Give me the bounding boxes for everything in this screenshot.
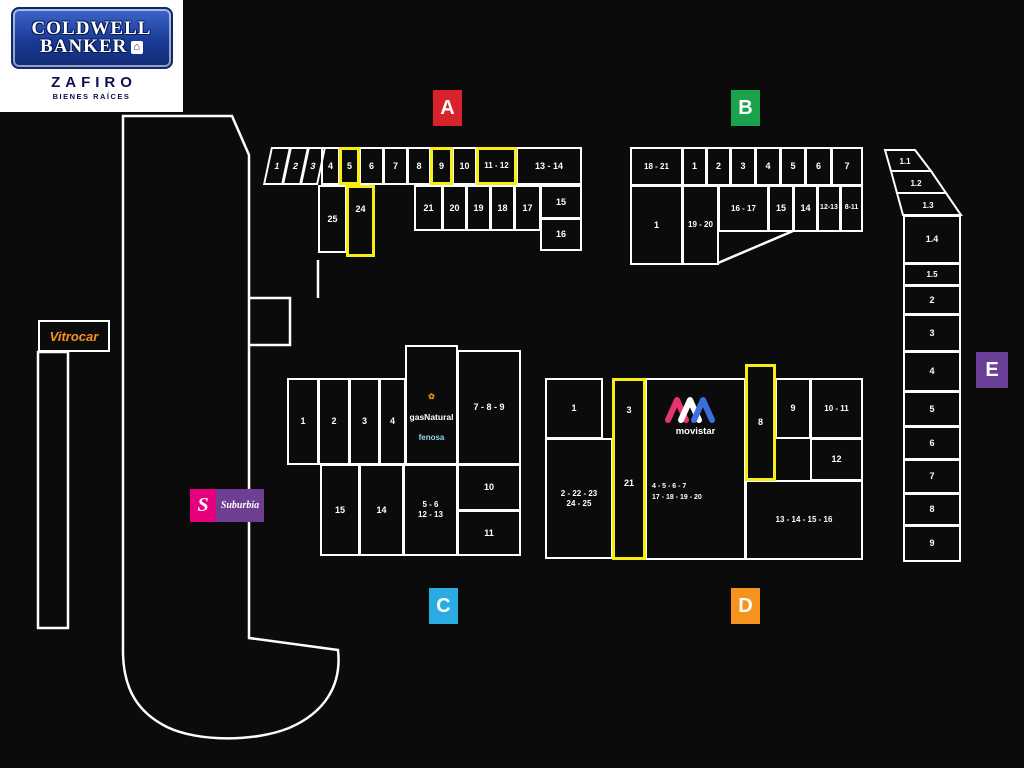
unit-e-1-2 xyxy=(889,170,948,194)
unit-e-8: 8 xyxy=(903,493,961,526)
unit-a-9-highlighted: 9 xyxy=(430,147,453,185)
section-marker-c: C xyxy=(429,588,458,624)
unit-c-7-8-9: 7 - 8 - 9 xyxy=(457,350,521,465)
unit-b-4: 4 xyxy=(755,147,781,186)
unit-e-1-4: 1.4 xyxy=(903,215,961,264)
suburbia-s-icon: S xyxy=(190,489,216,522)
logo-line2: BANKER⌂ xyxy=(40,36,143,57)
unit-b-18-21: 18 - 21 xyxy=(630,147,683,186)
unit-a-4: 4 xyxy=(321,147,340,185)
corridor-notch-outline xyxy=(249,296,292,347)
section-marker-b: B xyxy=(731,90,760,126)
unit-c-11: 11 xyxy=(457,510,521,556)
unit-a-19: 19 xyxy=(466,185,491,231)
unit-c-4: 4 xyxy=(379,378,406,465)
unit-d-8-highlighted: 8 xyxy=(745,364,776,481)
unit-c-2: 2 xyxy=(318,378,350,465)
unit-a-8: 8 xyxy=(407,147,431,185)
vitrocar-logo: Vitrocar xyxy=(38,320,110,352)
unit-b-16-17: 16 - 17 xyxy=(718,185,769,232)
unit-b-1: 1 xyxy=(682,147,707,186)
unit-b-3: 3 xyxy=(730,147,756,186)
unit-b-8-11: 8-11 xyxy=(840,185,863,232)
unit-b-14: 14 xyxy=(793,185,818,232)
unit-c-10: 10 xyxy=(457,464,521,511)
agency-subtitle: BIENES RAÍCES xyxy=(52,92,131,101)
unit-b-7: 7 xyxy=(831,147,863,186)
vitrocar-logo-text: Vitrocar xyxy=(49,328,99,344)
section-marker-e: E xyxy=(976,352,1008,388)
unit-e-2: 2 xyxy=(903,285,961,315)
unit-d-12: 12 xyxy=(810,438,863,481)
movistar-m-icon xyxy=(664,397,715,423)
gasnatural-butterfly-icon: ✿ xyxy=(428,391,435,401)
unit-d-3-label: 3 xyxy=(626,405,632,415)
unit-c-3: 3 xyxy=(349,378,380,465)
unit-d-9: 9 xyxy=(775,378,811,439)
unit-a-17: 17 xyxy=(514,185,541,231)
unit-a-11-12-highlighted: 11 - 12 xyxy=(476,147,517,185)
unit-e-3: 3 xyxy=(903,314,961,352)
unit-d-1: 1 xyxy=(545,378,603,439)
unit-d-2-22-23-24-25: 2 - 22 - 23 24 - 25 xyxy=(545,438,613,559)
unit-e-1-3 xyxy=(895,192,963,216)
unit-e-5: 5 xyxy=(903,391,961,427)
unit-a-10: 10 xyxy=(452,147,477,185)
unit-d-movistar: movistar 4 - 5 - 6 - 7 17 - 18 - 19 - 20 xyxy=(645,378,746,560)
suburbia-logo-text: Suburbia xyxy=(216,489,264,522)
unit-a-7: 7 xyxy=(383,147,408,185)
unit-d-10-11: 10 - 11 xyxy=(810,378,863,439)
unit-e-9: 9 xyxy=(903,525,961,562)
unit-d-13-14-15-16: 13 - 14 - 15 - 16 xyxy=(745,480,863,560)
unit-a-6: 6 xyxy=(359,147,384,185)
section-marker-a: A xyxy=(433,90,462,126)
house-icon: ⌂ xyxy=(131,41,143,55)
unit-c-gasnatural: ✿ gasNatural fenosa xyxy=(405,345,458,465)
unit-a-25: 25 xyxy=(318,185,347,253)
unit-b-19-20: 19 - 20 xyxy=(682,185,719,265)
unit-a-5-highlighted: 5 xyxy=(339,147,360,185)
coldwell-banker-badge: COLDWELL BANKER⌂ xyxy=(10,7,173,69)
unit-e-4: 4 xyxy=(903,351,961,392)
unit-a-21: 21 xyxy=(414,185,443,231)
coldwell-banker-logo: COLDWELL BANKER⌂ ZAFIRO BIENES RAÍCES xyxy=(0,0,183,112)
unit-e-7: 7 xyxy=(903,459,961,494)
movistar-logo-text: movistar xyxy=(675,426,716,437)
unit-e-6: 6 xyxy=(903,426,961,460)
unit-e-1-5: 1.5 xyxy=(903,263,961,286)
unit-d-21-label: 21 xyxy=(623,477,634,488)
unit-b-6: 6 xyxy=(805,147,832,186)
unit-b-12-13: 12-13 xyxy=(817,185,841,232)
agency-name: ZAFIRO xyxy=(51,74,137,91)
gasnatural-logo-text: gasNatural xyxy=(409,411,454,422)
unit-e-1-3-label: 1.3 xyxy=(922,201,934,210)
unit-c-14: 14 xyxy=(359,464,404,556)
unit-b-1-lower: 1 xyxy=(630,185,683,265)
unit-b-15: 15 xyxy=(768,185,794,232)
unit-d-4-5-6-7-17-18-19-20-label: 4 - 5 - 6 - 7 17 - 18 - 19 - 20 xyxy=(652,483,702,501)
unit-b-2: 2 xyxy=(706,147,731,186)
gasnatural-logo-subtext: fenosa xyxy=(418,432,445,442)
unit-c-1: 1 xyxy=(287,378,319,465)
unit-e-1-1 xyxy=(883,149,934,172)
unit-a-16: 16 xyxy=(540,218,582,251)
unit-a-15: 15 xyxy=(540,185,582,219)
unit-a-13-14: 13 - 14 xyxy=(516,147,582,185)
left-strip-outline xyxy=(36,350,70,630)
unit-b-5: 5 xyxy=(780,147,806,186)
unit-a-20: 20 xyxy=(442,185,467,231)
section-marker-d: D xyxy=(731,588,760,624)
unit-c-5-6-12-13: 5 - 6 12 - 13 xyxy=(403,464,458,556)
unit-e-1-1-label: 1.1 xyxy=(899,157,911,166)
unit-a-18: 18 xyxy=(490,185,515,231)
unit-e-1-2-label: 1.2 xyxy=(910,179,922,188)
unit-d-3-21-highlighted: 3 21 xyxy=(612,378,646,560)
unit-c-15: 15 xyxy=(320,464,360,556)
unit-a-24-highlighted: 24 xyxy=(346,185,375,257)
logo-line1: COLDWELL xyxy=(31,17,152,39)
b-building-south-wall xyxy=(717,229,794,265)
